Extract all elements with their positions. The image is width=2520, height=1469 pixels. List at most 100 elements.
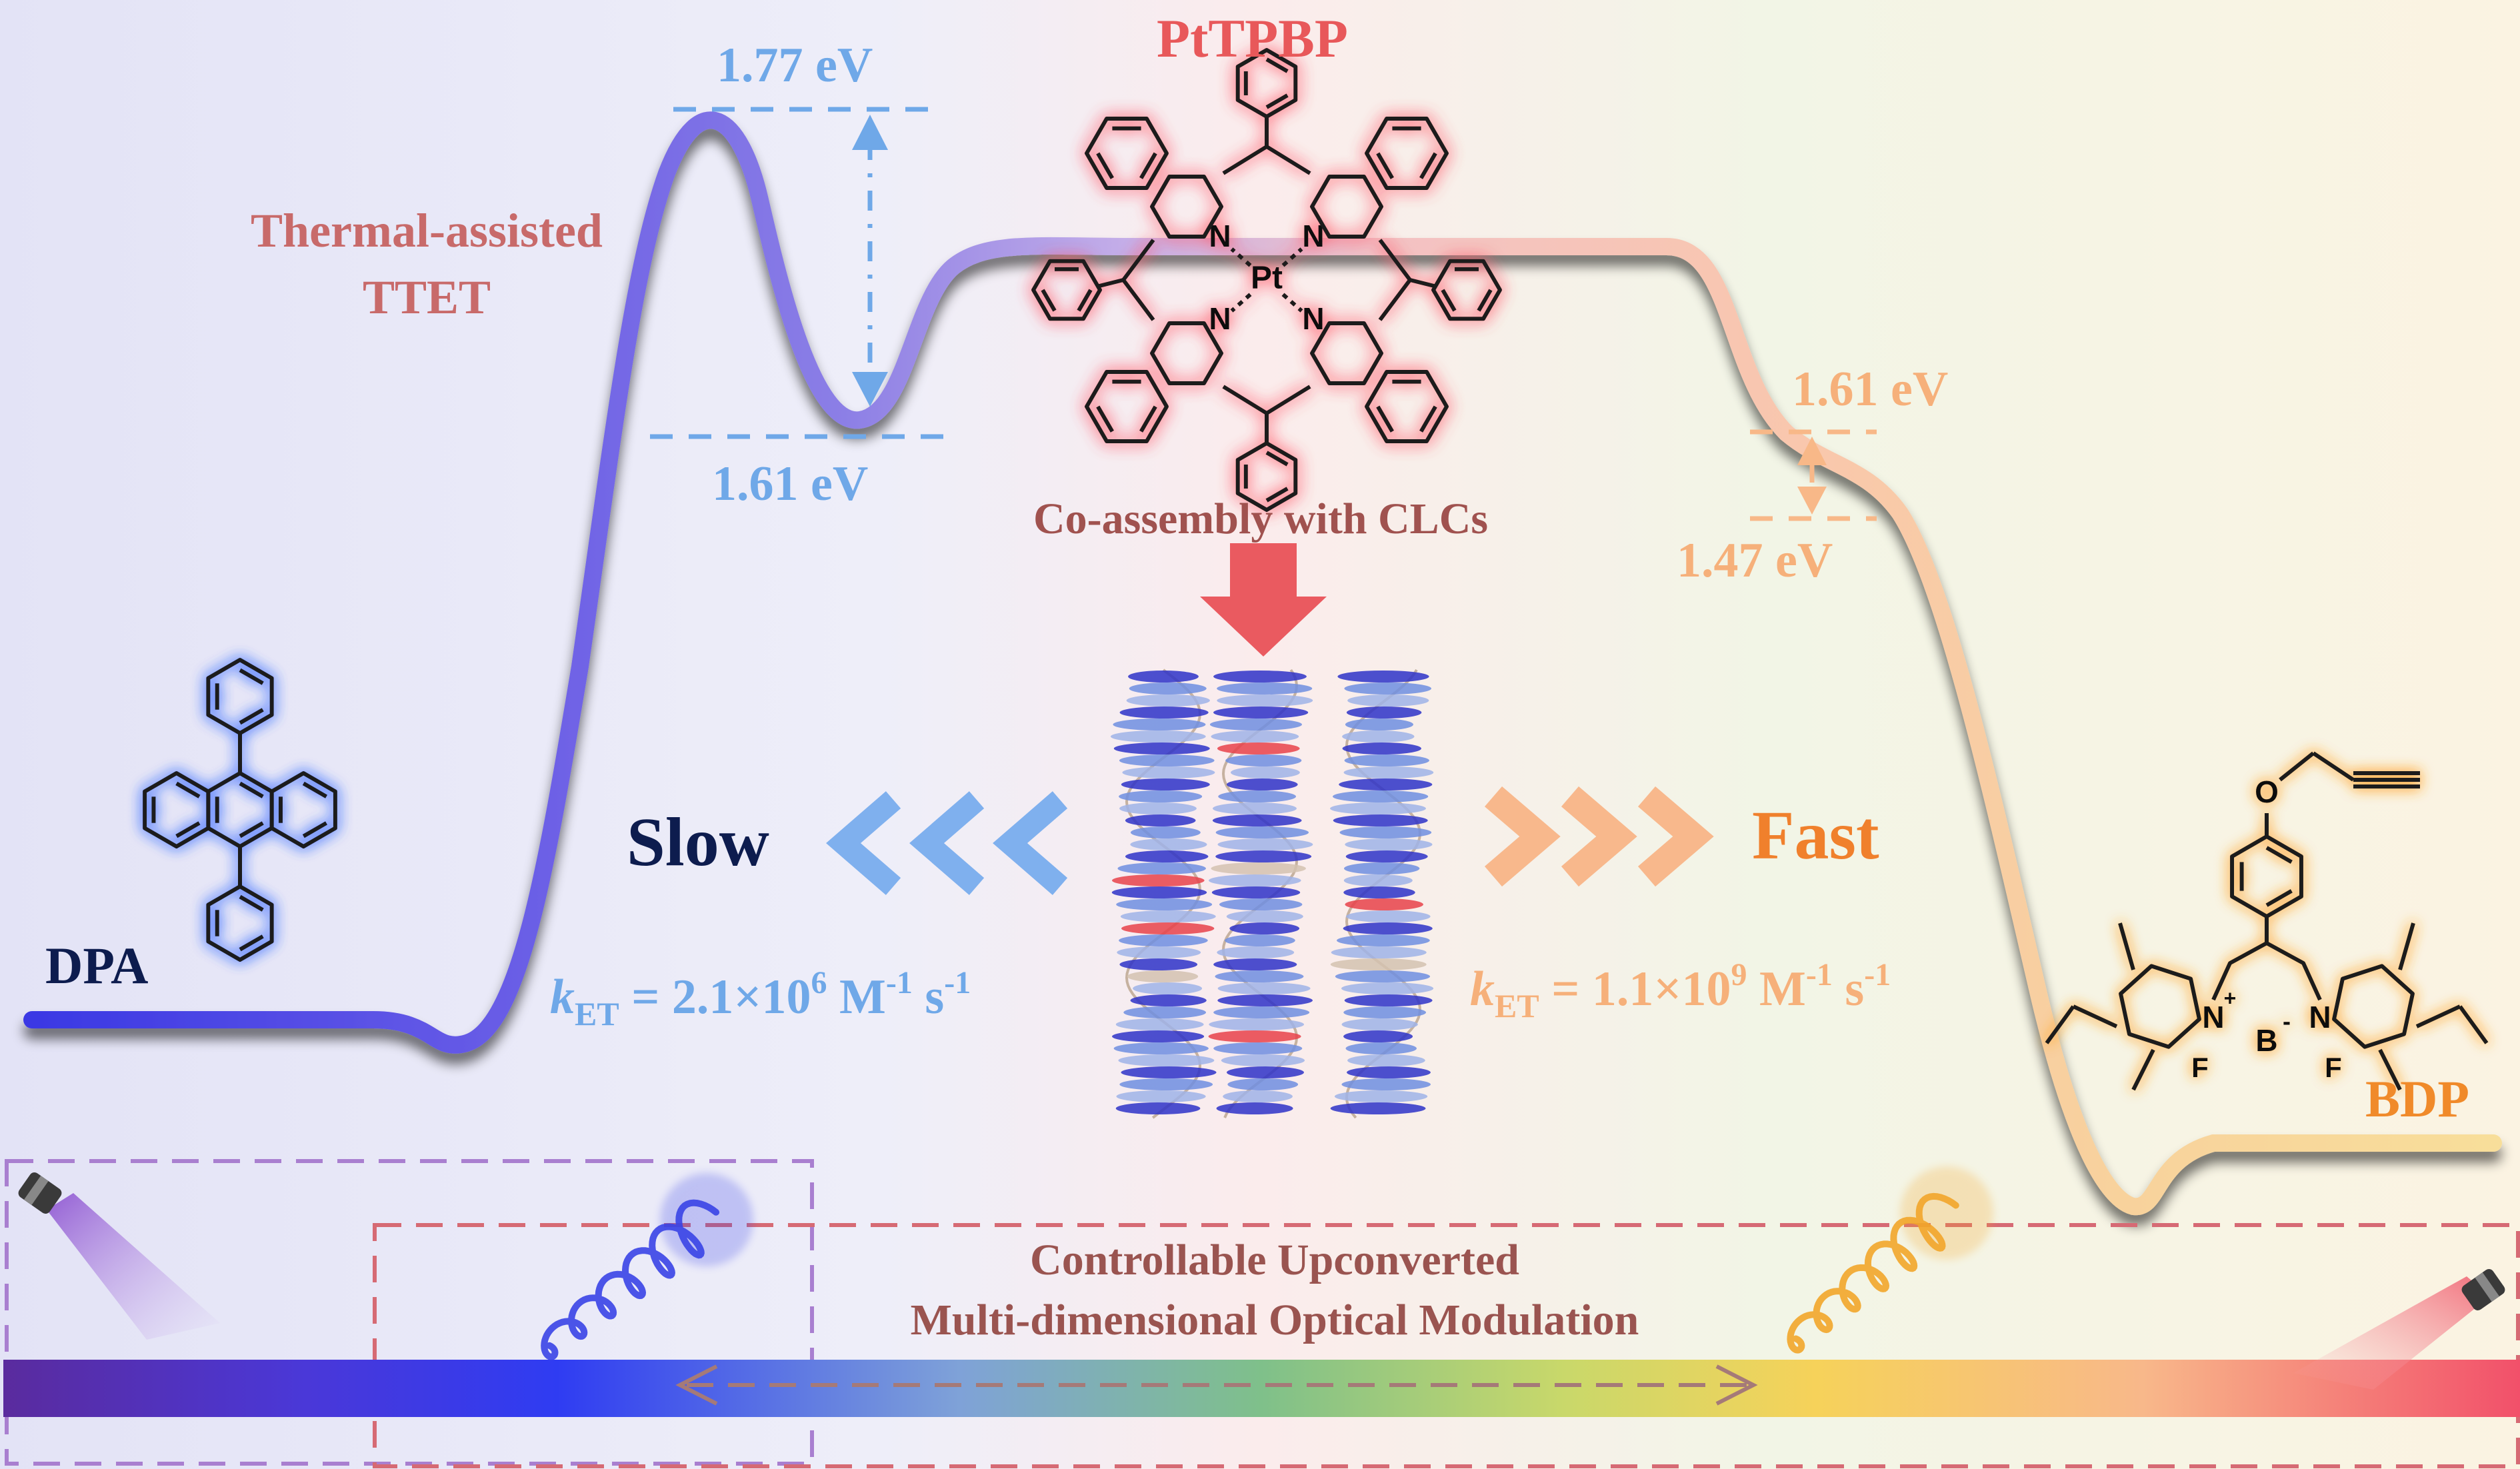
energy-label-161-right: 1.61 eV — [1792, 362, 1948, 417]
bdp-b: B — [2255, 1023, 2277, 1058]
bdp-pyrrole-right — [2332, 964, 2415, 1049]
co-assembly-arrow — [1200, 543, 1327, 657]
chevron-right-2 — [1561, 786, 1637, 887]
pttpbp-pt: Pt — [1251, 261, 1283, 296]
bdp-n-right: N — [2309, 1000, 2331, 1034]
modulation-title-line1: Controllable Upconverted — [1030, 1236, 1519, 1284]
fast-chevrons — [1484, 786, 1714, 887]
bdp-pyrrole-left — [2119, 964, 2201, 1049]
fast-rate-exp: 9 — [1731, 957, 1747, 992]
double-arrow-left-head — [675, 1364, 718, 1406]
pttpbp-benzo-0 — [1085, 117, 1169, 190]
bdp-n-left: N — [2202, 1000, 2224, 1034]
arrow-down-head-right — [1797, 487, 1827, 515]
pttpbp-phenyl-top — [1235, 48, 1298, 119]
fast-rate-label: kET = 1.1×109 M-1 s-1 — [1470, 957, 1891, 1024]
co-assembly-label: Co-assembly with CLCs — [1033, 495, 1488, 543]
energy-levels-right — [1750, 429, 1877, 521]
fast-rate-sub: ET — [1495, 987, 1539, 1024]
modulation-title-line2: Multi-dimensional Optical Modulation — [911, 1296, 1639, 1344]
energy-curve — [23, 111, 2502, 1216]
dpa-molecule — [143, 658, 337, 962]
spectrum-double-arrow — [675, 1364, 1758, 1406]
arrow-down-head — [852, 372, 888, 407]
slow-rate-k: k — [550, 970, 575, 1024]
double-arrow-right-head — [1715, 1364, 1758, 1406]
dpa-phenyl-bottom — [206, 884, 274, 962]
pttpbp-benzo-2 — [1085, 370, 1169, 443]
clc-helices — [1110, 669, 1434, 1119]
pttpbp-pyrrole-0 — [1150, 174, 1223, 239]
slow-label: Slow — [627, 804, 769, 880]
left-laser — [18, 1172, 220, 1340]
fast-rate-unit2: s — [1833, 962, 1864, 1016]
photon-springs — [541, 1166, 1993, 1360]
dpa-phenyl-top — [206, 658, 274, 735]
dpa-region-box — [5, 1159, 814, 1466]
arrow-up-head-right — [1797, 437, 1827, 465]
pttpbp-benzo-3 — [1365, 370, 1449, 443]
fast-label: Fast — [1752, 797, 1879, 874]
pttpbp-pyrrole-3 — [1310, 321, 1383, 386]
chevron-left-3 — [993, 791, 1068, 895]
dpa-ring-right — [269, 771, 337, 848]
dpa-label: DPA — [45, 936, 149, 994]
bdp-minus: - — [2283, 1008, 2291, 1035]
right-laser-beam — [2293, 1276, 2490, 1390]
bdp-phenyl — [2230, 834, 2303, 918]
left-laser-beam — [47, 1193, 220, 1340]
slow-rate-eq: = 2.1×10 — [619, 970, 811, 1024]
chevron-right-3 — [1637, 786, 1714, 887]
right-laser — [2293, 1269, 2505, 1390]
pttpbp-n-3: N — [1302, 301, 1324, 336]
slow-rate-unit1: M — [827, 970, 886, 1024]
bdp-f-right: F — [2325, 1052, 2342, 1083]
slow-rate-exp: 6 — [811, 965, 827, 1000]
clc-helix-2 — [1330, 669, 1434, 1119]
pttpbp-n-2: N — [1209, 301, 1231, 336]
chevron-left-2 — [909, 791, 985, 895]
energy-label-147: 1.47 eV — [1677, 533, 1833, 588]
fast-rate-unit1: M — [1747, 962, 1806, 1016]
energy-label-177: 1.77 eV — [717, 38, 873, 93]
orange-photon-spring — [1787, 1166, 1993, 1354]
pttpbp-phenyl-right — [1431, 259, 1502, 321]
clc-helix-0 — [1110, 669, 1217, 1119]
slow-rate-unit2-exp: -1 — [944, 965, 971, 1000]
fast-rate-unit2-exp: -1 — [1864, 957, 1891, 992]
chevron-right-1 — [1484, 786, 1561, 887]
pttpbp-phenyl-bottom — [1235, 441, 1298, 512]
pttpbp-benzo-1 — [1365, 117, 1449, 190]
bdp-label: BDP — [2365, 1070, 2469, 1128]
spectrum-bar — [3, 1360, 2520, 1417]
fast-rate-k: k — [1470, 962, 1495, 1016]
blue-photon-spring — [541, 1173, 753, 1360]
slow-rate-sub: ET — [575, 995, 619, 1032]
energy-levels-left — [650, 107, 950, 439]
pttpbp-pyrrole-1 — [1310, 174, 1383, 239]
bdp-o: O — [2255, 774, 2279, 809]
thermal-label-line1: Thermal-assisted — [251, 204, 603, 257]
fast-rate-eq: = 1.1×10 — [1539, 962, 1731, 1016]
energy-label-161: 1.61 eV — [712, 457, 868, 511]
bdp-plus: + — [2224, 986, 2237, 1010]
slow-rate-label: kET = 2.1×106 M-1 s-1 — [550, 965, 971, 1032]
arrow-up-head — [852, 115, 888, 150]
bdp-f-left: F — [2191, 1052, 2209, 1083]
left-laser-head — [18, 1172, 62, 1214]
pttpbp-pyrrole-2 — [1150, 321, 1223, 386]
clc-helix-1 — [1208, 669, 1313, 1118]
pttpbp-title: PtTPBP — [1157, 8, 1348, 69]
slow-rate-unit1-exp: -1 — [886, 965, 913, 1000]
slow-rate-unit2: s — [913, 970, 944, 1024]
slow-chevrons — [826, 791, 1068, 895]
chevron-left-1 — [826, 791, 901, 895]
thermal-label-line2: TTET — [363, 271, 491, 324]
modulation-region-box — [373, 1223, 2520, 1468]
right-laser-head — [2461, 1269, 2505, 1310]
fast-rate-unit1-exp: -1 — [1806, 957, 1833, 992]
